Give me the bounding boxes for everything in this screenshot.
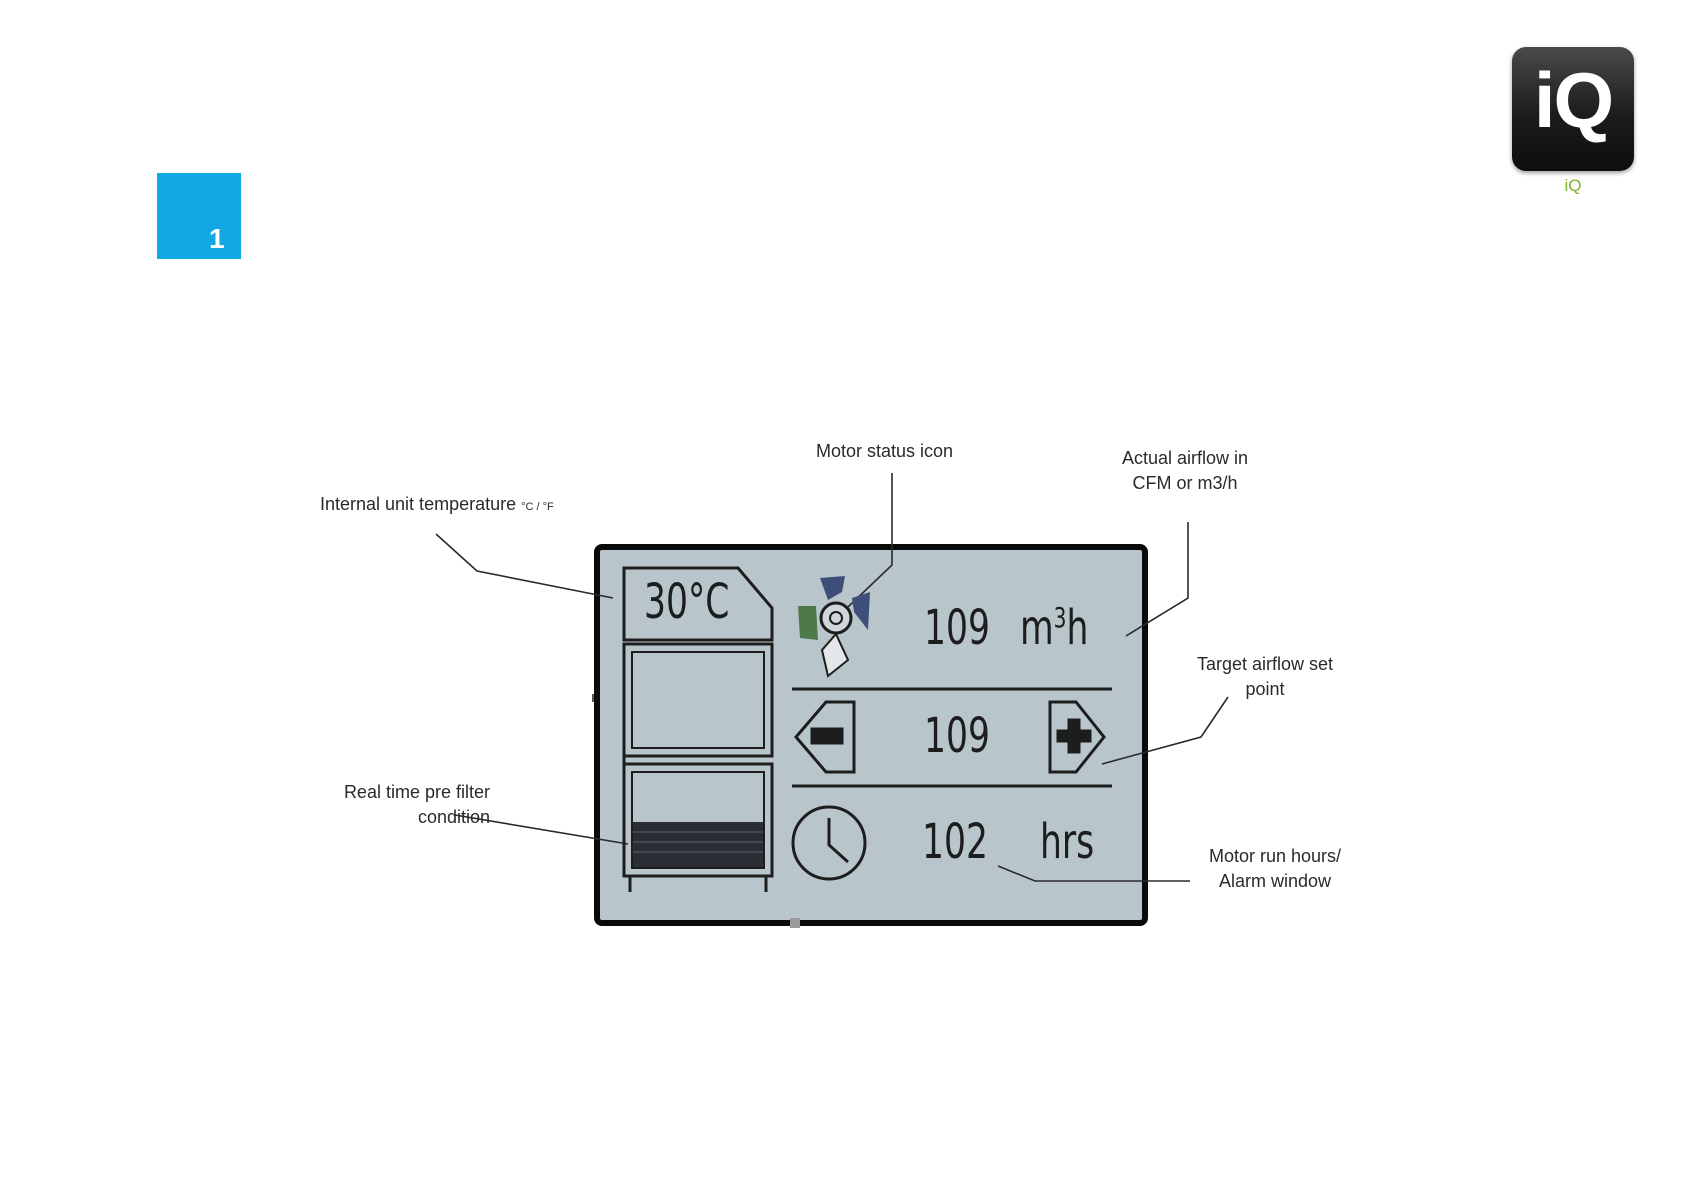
temperature-readout: 30°C	[644, 578, 729, 626]
leader-internal-temp	[436, 534, 613, 598]
label-actual-airflow: Actual airflow in CFM or m3/h	[1090, 446, 1280, 496]
plus-button-icon	[1050, 702, 1104, 772]
label-prefilter-line1: Real time pre filter	[300, 780, 490, 805]
airflow-unit-sup: 3	[1054, 601, 1067, 634]
label-target-airflow: Target airflow set point	[1170, 652, 1360, 702]
label-run-hours-line2: Alarm window	[1180, 869, 1370, 894]
minus-button-icon	[796, 702, 854, 772]
label-run-hours-line1: Motor run hours/	[1180, 844, 1370, 869]
main-filter-frame	[624, 644, 772, 756]
leader-actual-airflow	[1126, 522, 1188, 636]
label-run-hours: Motor run hours/ Alarm window	[1180, 844, 1370, 894]
leader-motor-status	[848, 473, 892, 607]
airflow-unit: m3h	[1020, 604, 1088, 652]
label-internal-temp-text: Internal unit temperature	[320, 494, 516, 514]
label-internal-temp: Internal unit temperature °C / °F	[320, 492, 554, 520]
clock-icon	[793, 807, 865, 879]
label-prefilter-line2: condition	[300, 805, 490, 830]
actual-airflow-value: 109	[924, 604, 990, 652]
main-filter-inner	[632, 652, 764, 748]
label-actual-airflow-line1: Actual airflow in	[1090, 446, 1280, 471]
label-internal-temp-units: °C / °F	[521, 501, 554, 513]
fan-icon	[798, 576, 870, 676]
run-hours-unit: hrs	[1040, 818, 1094, 866]
run-hours-value: 102	[922, 818, 988, 866]
setpoint-value: 109	[924, 712, 990, 760]
label-motor-status: Motor status icon	[816, 439, 953, 464]
label-actual-airflow-line2: CFM or m3/h	[1090, 471, 1280, 496]
leader-target-airflow	[1102, 697, 1228, 764]
label-target-airflow-line2: point	[1170, 677, 1360, 702]
airflow-unit-base: m	[1020, 600, 1054, 656]
leader-run-hours	[998, 866, 1190, 881]
prefilter-level-fill	[633, 822, 763, 867]
airflow-unit-suffix: h	[1067, 600, 1089, 656]
label-prefilter: Real time pre filter condition	[300, 780, 490, 830]
label-target-airflow-line1: Target airflow set	[1170, 652, 1360, 677]
